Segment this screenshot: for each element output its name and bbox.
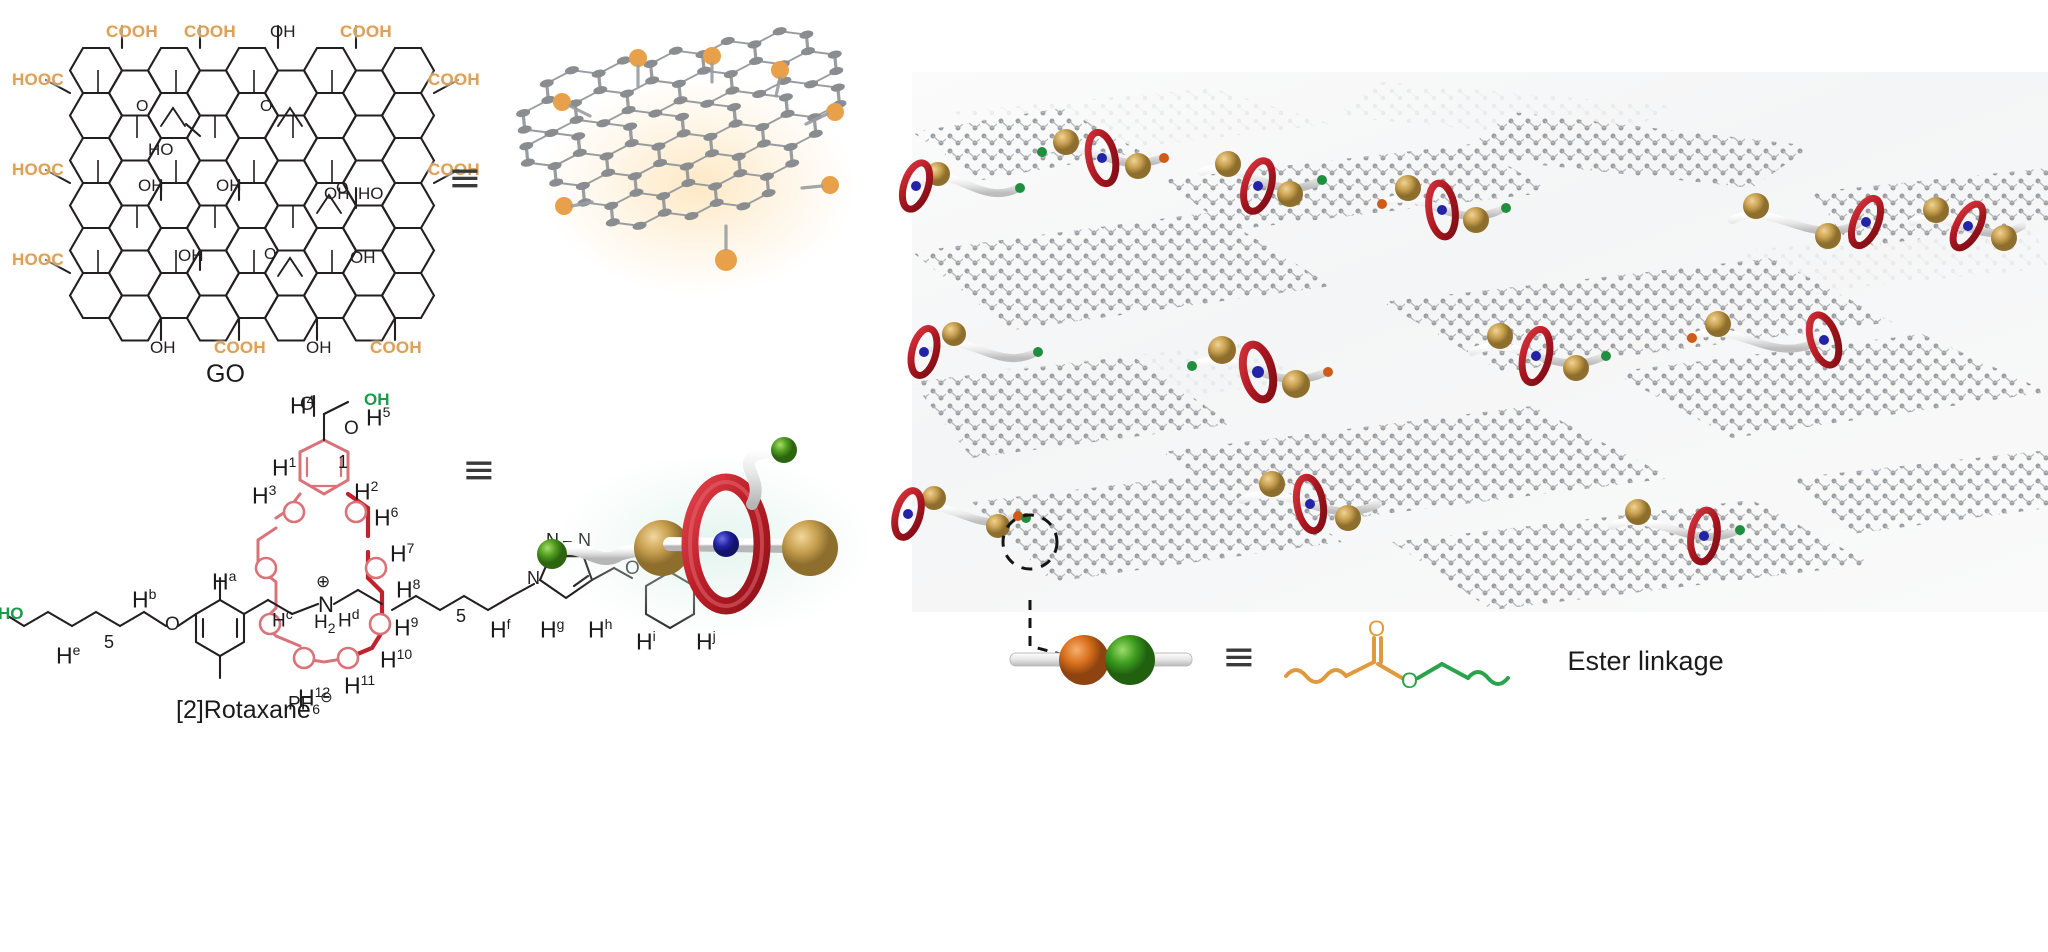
composite-svg <box>891 82 2048 610</box>
rotaxane-3d-upper-thread <box>742 444 784 510</box>
rotaxane-axle <box>22 576 536 680</box>
proton-label-h4: H4 <box>290 392 315 419</box>
go-label-epoxide-2: O <box>260 98 273 115</box>
chain-repeat-top: 1 <box>338 452 349 472</box>
proton-label-hb: Hb <box>132 586 157 613</box>
go-rotaxane-composite-panel <box>891 72 2048 612</box>
go-label-epoxide-3: O <box>336 180 349 197</box>
ester-linkage-legend: ≡ O O Ester linkage <box>980 614 2048 724</box>
proton-label-h12: H12 <box>298 684 331 711</box>
go-label-hooc-left-2: HOOC <box>12 160 64 179</box>
go-label-cooh-top-1: COOH <box>106 22 158 41</box>
composite-rotaxane-linkers <box>891 128 2026 566</box>
proton-label-he: He <box>56 642 81 669</box>
ester-carbonyl-oxygen: O <box>300 394 315 415</box>
go-label-cooh-top-2: COOH <box>184 22 236 41</box>
go-label-oh-in-4: OH <box>324 184 350 203</box>
legend-leader-line <box>1028 600 1061 656</box>
go-label-oh-in-2: OH <box>216 176 242 195</box>
ester-ether-oxygen: O <box>344 418 359 439</box>
ammonium-nitrogen: N <box>318 592 334 617</box>
proton-label-h5: H5 <box>366 404 391 431</box>
legend-carbonyl-o-text: O <box>1368 616 1385 641</box>
go-3d-oxygen-groups <box>553 47 844 271</box>
rotaxane-3d-cartoon-panel <box>520 420 910 670</box>
rotaxane-3d-left-thread <box>549 541 653 566</box>
composite-go-sheets <box>912 108 2048 610</box>
rotaxane-3d-tan-stopper-right <box>782 520 838 576</box>
rotaxane-3d-tan-stopper-left <box>634 520 690 576</box>
proton-label-h8: H8 <box>396 576 421 603</box>
equiv-icon-rotaxane: ≡ <box>462 447 496 493</box>
rotaxane-3d-svg <box>537 437 838 615</box>
rotaxane-3d-green-stopper-left <box>537 539 567 569</box>
counterion-label: PF6⊖ <box>288 688 333 717</box>
proton-label-h2: H2 <box>354 478 379 505</box>
go-label-epoxide-1: O <box>136 98 149 115</box>
proton-label-h6: H6 <box>374 504 399 531</box>
counterion-subscript: 6 <box>312 701 321 718</box>
rotaxane-skeleton-svg <box>6 394 696 680</box>
chain-repeat-left: 5 <box>104 632 115 652</box>
go-label-oh-bottom-2: OH <box>306 338 332 357</box>
go-label-cooh-bottom-2: COOH <box>370 338 422 357</box>
legend-ester-skeletal-icon: O O <box>1283 616 1510 693</box>
go-label-ho-2: HO <box>358 184 384 203</box>
go-label-cooh-right-1: COOH <box>428 70 480 89</box>
ester-highlight-circle <box>1001 513 1059 571</box>
go-3d-sheet-panel <box>480 20 900 350</box>
go-label-oh-top-1: OH <box>270 22 296 41</box>
go-label-oh-in-5: OH <box>350 248 376 267</box>
proton-label-hf: Hf <box>490 616 511 643</box>
equiv-icon-legend: ≡ <box>1222 634 1256 680</box>
proton-label-h11: H11 <box>344 672 376 699</box>
go-label-cooh-top-3: COOH <box>340 22 392 41</box>
proton-label-ha: Ha <box>212 568 237 595</box>
legend-ester-o-text: O <box>1401 668 1418 693</box>
rotaxane-3d-ammonium-bead <box>713 531 739 557</box>
proton-label-h1: H1 <box>272 454 297 481</box>
rotaxane-caption: [2]Rotaxane <box>176 696 311 724</box>
go-label-hooc-left-3: HOOC <box>12 250 64 269</box>
ammonium-h-count: 2 <box>327 619 336 636</box>
go-label-oh-in-3: OH <box>178 246 204 265</box>
ammonium-h: H <box>314 612 328 633</box>
go-3d-sheet-svg <box>516 27 847 271</box>
chain-repeat-right: 5 <box>456 606 467 626</box>
proton-label-hd: Hd <box>338 606 360 632</box>
go-label-hooc-left-1: HOOC <box>12 70 64 89</box>
proton-label-h3: H3 <box>252 482 277 509</box>
counterion-charge: ⊖ <box>320 689 333 706</box>
proton-label-h9: H9 <box>394 614 419 641</box>
go-chemical-structure-panel: COOH COOH OH COOH HOOC HOOC HOOC COOH CO… <box>10 8 480 408</box>
proton-label-hc: Hc <box>272 606 293 632</box>
terminal-hydroxyl-right: OH <box>364 390 390 409</box>
legend-label: Ester linkage <box>1567 645 1724 676</box>
counterion-formula: PF <box>288 693 313 715</box>
ammonium-charge-icon: ⊕ <box>316 572 331 591</box>
go-label-oh-in-1: OH <box>138 176 164 195</box>
legend-3d-ester-icon <box>1009 635 1193 685</box>
terminal-hydroxyl-left: HO <box>0 604 24 623</box>
equiv-icon-go: ≡ <box>448 155 482 201</box>
go-label-oh-bottom-1: OH <box>150 338 176 357</box>
go-label-ho-1: HO <box>148 140 174 159</box>
go-label-cooh-right-2: COOH <box>428 160 480 179</box>
proton-label-h7: H7 <box>390 540 415 567</box>
go-label-cooh-bottom-1: COOH <box>214 338 266 357</box>
go-caption: GO <box>206 360 245 388</box>
proton-label-h10: H10 <box>380 646 413 673</box>
rotaxane-ether-oxygen-left: O <box>165 614 180 635</box>
go-label-epoxide-4: O <box>264 246 277 263</box>
ammonium-hydrogens: H2 <box>314 612 336 636</box>
go-lattice-svg <box>44 24 460 342</box>
rotaxane-3d-green-stopper-right <box>771 437 797 463</box>
